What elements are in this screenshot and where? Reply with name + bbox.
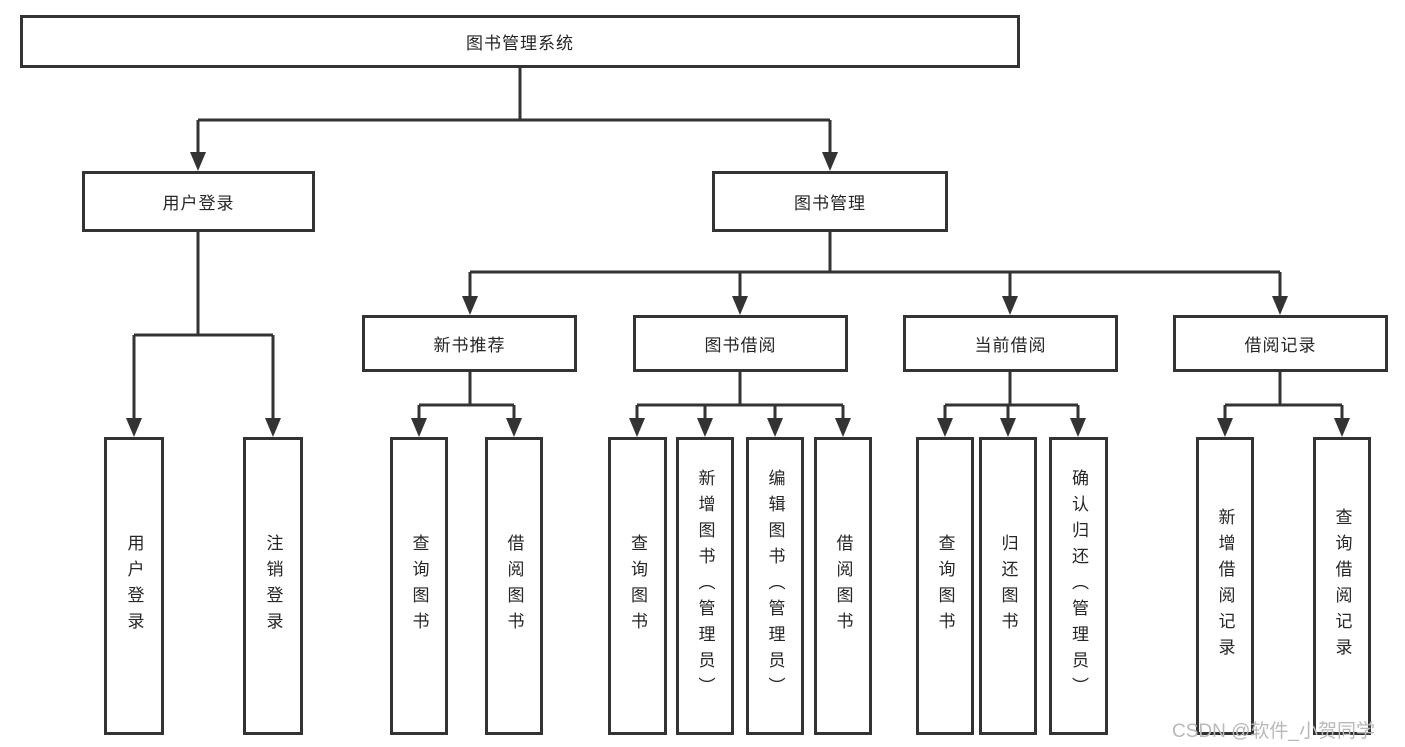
leaf-borrow-add-books-admin: 新增图书（管理员） — [676, 437, 734, 735]
leaf-borrow-borrow-books: 借阅图书 — [814, 437, 872, 735]
node-book-management-branch: 图书管理 — [712, 171, 948, 232]
leaf-recommend-borrow-books: 借阅图书 — [485, 437, 543, 735]
leaf-borrow-query-books-label: 查询图书 — [628, 534, 647, 638]
leaf-borrow-borrow-books-label: 借阅图书 — [833, 534, 853, 638]
leaf-current-return-books: 归还图书 — [979, 437, 1037, 735]
leaf-borrow-edit-books-admin: 编辑图书（管理员） — [746, 437, 804, 735]
leaf-borrow-add-books-admin-label: 新增图书（管理员） — [695, 469, 715, 703]
leaf-record-add-record: 新增借阅记录 — [1196, 437, 1254, 735]
arrowhead-icons — [126, 152, 1350, 437]
leaf-record-query-record-label: 查询借阅记录 — [1332, 508, 1352, 664]
leaf-recommend-borrow-books-label: 借阅图书 — [504, 534, 524, 638]
leaf-borrow-edit-books-admin-label: 编辑图书（管理员） — [765, 469, 785, 703]
node-library-management-system: 图书管理系统 — [20, 15, 1020, 68]
csdn-watermark: CSDN @软件_小贺同学 — [1172, 721, 1375, 742]
node-borrow-record: 借阅记录 — [1173, 315, 1388, 372]
node-book-borrow: 图书借阅 — [633, 315, 848, 372]
leaf-current-return-books-label: 归还图书 — [998, 534, 1018, 638]
leaf-borrow-query-books: 查询图书 — [608, 437, 667, 735]
leaf-current-confirm-return-admin-label: 确认归还（管理员） — [1069, 469, 1088, 703]
leaf-record-query-record: 查询借阅记录 — [1313, 437, 1371, 735]
leaf-user-login: 用户登录 — [104, 437, 164, 735]
node-current-borrow: 当前借阅 — [903, 315, 1118, 372]
leaf-user-login-label: 用户登录 — [124, 534, 144, 638]
leaf-recommend-query-books-label: 查询图书 — [409, 534, 429, 638]
leaf-logout: 注销登录 — [243, 437, 303, 735]
leaf-current-confirm-return-admin: 确认归还（管理员） — [1049, 437, 1108, 735]
leaf-current-query-books: 查询图书 — [916, 437, 974, 735]
node-user-login-branch: 用户登录 — [82, 171, 315, 232]
node-new-book-recommend: 新书推荐 — [362, 315, 577, 372]
leaf-recommend-query-books: 查询图书 — [390, 437, 448, 735]
leaf-record-add-record-label: 新增借阅记录 — [1215, 508, 1235, 664]
leaf-current-query-books-label: 查询图书 — [935, 534, 955, 638]
leaf-logout-label: 注销登录 — [263, 534, 283, 638]
